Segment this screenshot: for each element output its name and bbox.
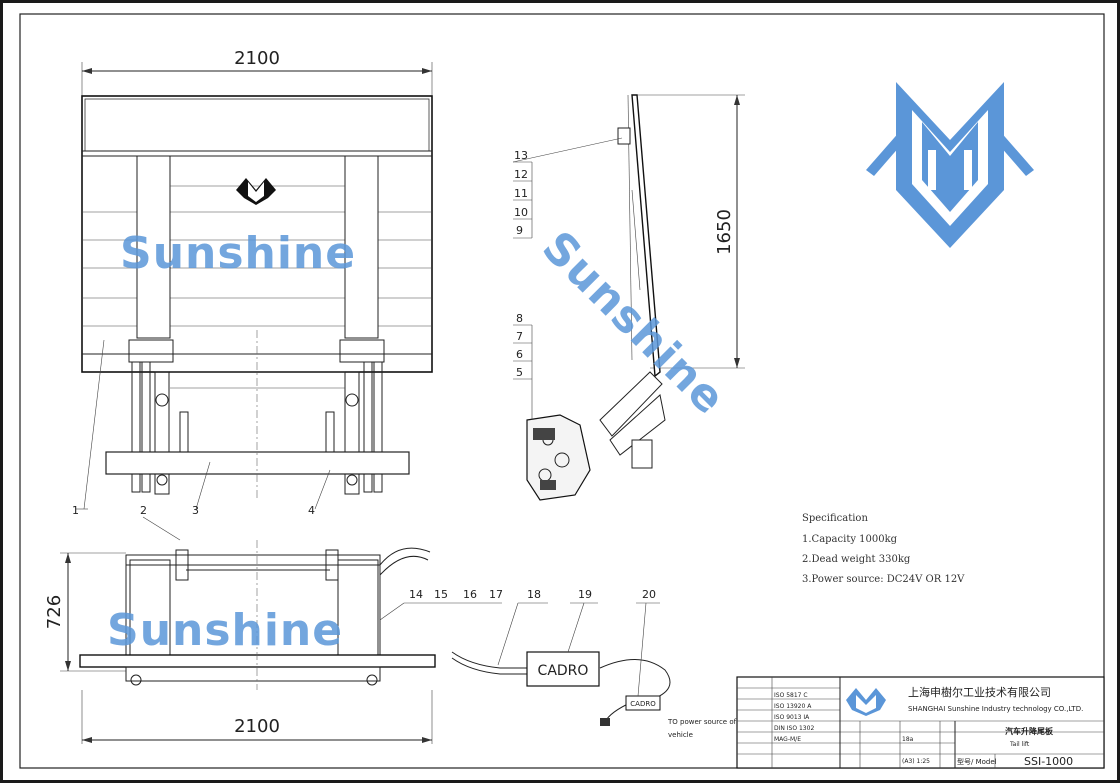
part-label-12: 12	[514, 168, 528, 181]
part-label-7: 7	[516, 330, 523, 343]
power-note-line-1: TO power source of	[667, 718, 737, 726]
front-width-dimension: 2100	[234, 48, 280, 69]
drawing-border	[19, 13, 1105, 769]
company-name-cn: 上海申樹尔工业技术有限公司	[908, 685, 1051, 699]
company-name-en: SHANGHAI Sunshine Industry technology CO…	[908, 705, 1083, 713]
part-label-5: 5	[516, 366, 523, 379]
spec-item-2: 2.Dead weight 330kg	[802, 554, 911, 565]
standard-4: DIN ISO 1302	[774, 725, 814, 732]
part-label-15: 15	[434, 588, 448, 601]
part-label-4: 4	[308, 504, 315, 517]
scale-value: (A3) 1:25	[902, 758, 930, 765]
model-number: SSI-1000	[1024, 755, 1073, 768]
spec-item-3: 3.Power source: DC24V OR 12V	[802, 574, 965, 585]
product-name-en: Tail lift	[1009, 741, 1030, 748]
spec-title: Specification	[802, 513, 868, 524]
side-view: 1650 13 12 11 10 9 8 7	[512, 94, 745, 501]
part-label-10: 10	[514, 206, 528, 219]
side-height-dimension: 1650	[714, 209, 735, 255]
part-label-2: 2	[140, 504, 147, 517]
part-label-14: 14	[409, 588, 423, 601]
part-label-8: 8	[516, 312, 523, 325]
small-control-box-label: CADRO	[630, 700, 656, 708]
control-box	[526, 651, 600, 687]
product-name-cn: 汽车升降尾板	[1005, 726, 1054, 736]
standard-1: ISO 5817 C	[774, 692, 808, 699]
watermark-front: Sunshine	[120, 228, 356, 279]
title-block-logo	[846, 688, 886, 716]
part-label-19: 19	[578, 588, 592, 601]
control-box-label: CADRO	[538, 663, 589, 679]
part-label-3: 3	[192, 504, 199, 517]
standard-2: ISO 13920 A	[774, 703, 812, 710]
part-label-1: 1	[72, 504, 79, 517]
standard-3: ISO 9013 IA	[774, 714, 810, 721]
brand-logo	[866, 82, 1034, 248]
title-block: ISO 5817 C ISO 13920 A ISO 9013 IA DIN I…	[736, 676, 1105, 769]
part-label-18: 18	[527, 588, 541, 601]
spec-item-1: 1.Capacity 1000kg	[802, 534, 898, 545]
plan-platform	[79, 654, 436, 668]
watermark-plan: Sunshine	[107, 605, 343, 656]
power-note-line-2: vehicle	[668, 731, 693, 739]
part-label-13: 13	[514, 149, 528, 162]
front-view: 2100	[72, 48, 433, 541]
part-label-17: 17	[489, 588, 503, 601]
part-label-9: 9	[516, 224, 523, 237]
standard-5: MAG-M/E	[774, 736, 801, 743]
specification-block: Specification 1.Capacity 1000kg 2.Dead w…	[802, 513, 965, 585]
part-label-6: 6	[516, 348, 523, 361]
plan-view: 726 2100 CADRO CADRO TO power source o	[44, 540, 737, 744]
model-label: 型号/ Model	[957, 757, 997, 766]
plan-width-dimension: 2100	[234, 716, 280, 737]
cable-main	[451, 651, 528, 669]
part-label-11: 11	[514, 187, 528, 200]
plan-depth-dimension: 726	[44, 595, 65, 629]
weight-value: 18a	[902, 736, 914, 743]
part-label-16: 16	[463, 588, 477, 601]
cross-beam	[105, 451, 410, 475]
small-control-box	[625, 695, 661, 711]
part-label-20: 20	[642, 588, 656, 601]
emblem-logo	[236, 178, 276, 205]
